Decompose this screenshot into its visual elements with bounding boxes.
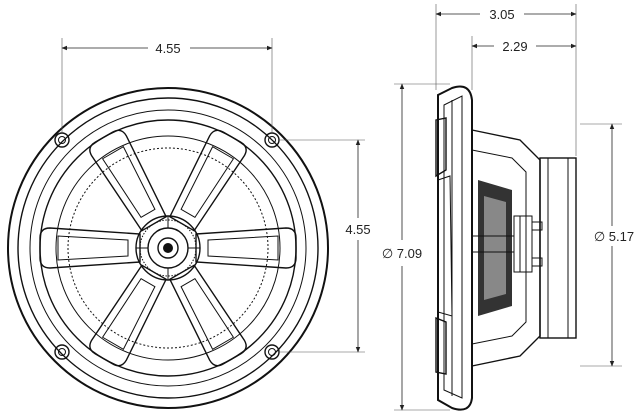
front-view — [7, 87, 329, 409]
dim-cutout-diameter: ∅ 5.17 — [580, 123, 634, 367]
mounting-hole-bl — [54, 344, 70, 360]
front-cone-inner-ring — [67, 147, 269, 349]
front-cone-ring — [55, 135, 281, 361]
grille-spoke — [168, 129, 247, 232]
front-frame-ring — [17, 97, 319, 399]
dim-cutout-diameter-label: ∅ 5.17 — [594, 229, 634, 244]
dim-side-height: 4.55 — [279, 139, 371, 353]
dim-outer-diameter: ∅ 7.09 — [382, 83, 450, 411]
dim-side-height-label: 4.55 — [345, 222, 370, 237]
mounting-hole-tl — [54, 132, 70, 148]
dim-top-width: 4.55 — [61, 38, 273, 133]
grille-spoke — [89, 129, 168, 232]
dim-overall-depth: 3.05 — [435, 4, 577, 156]
grille-spoke — [195, 227, 297, 269]
grille-spoke — [39, 227, 141, 269]
dim-outer-diameter-label: ∅ 7.09 — [382, 246, 422, 261]
dim-mount-depth-label: 2.29 — [502, 39, 527, 54]
grille-spoke — [168, 264, 247, 367]
grille-spokes — [39, 129, 297, 367]
dim-mount-depth: 2.29 — [471, 36, 577, 90]
tweeter-hub — [135, 215, 201, 281]
magnet-assembly — [539, 157, 577, 339]
front-outer-ring — [7, 87, 329, 409]
bezel-profile — [437, 85, 473, 411]
grille-spoke — [89, 264, 168, 367]
terminal-connector — [513, 215, 543, 273]
dim-top-width-label: 4.55 — [155, 41, 180, 56]
front-inner-frame-ring — [29, 109, 307, 387]
dim-overall-depth-label: 3.05 — [489, 7, 514, 22]
side-view — [435, 85, 577, 411]
